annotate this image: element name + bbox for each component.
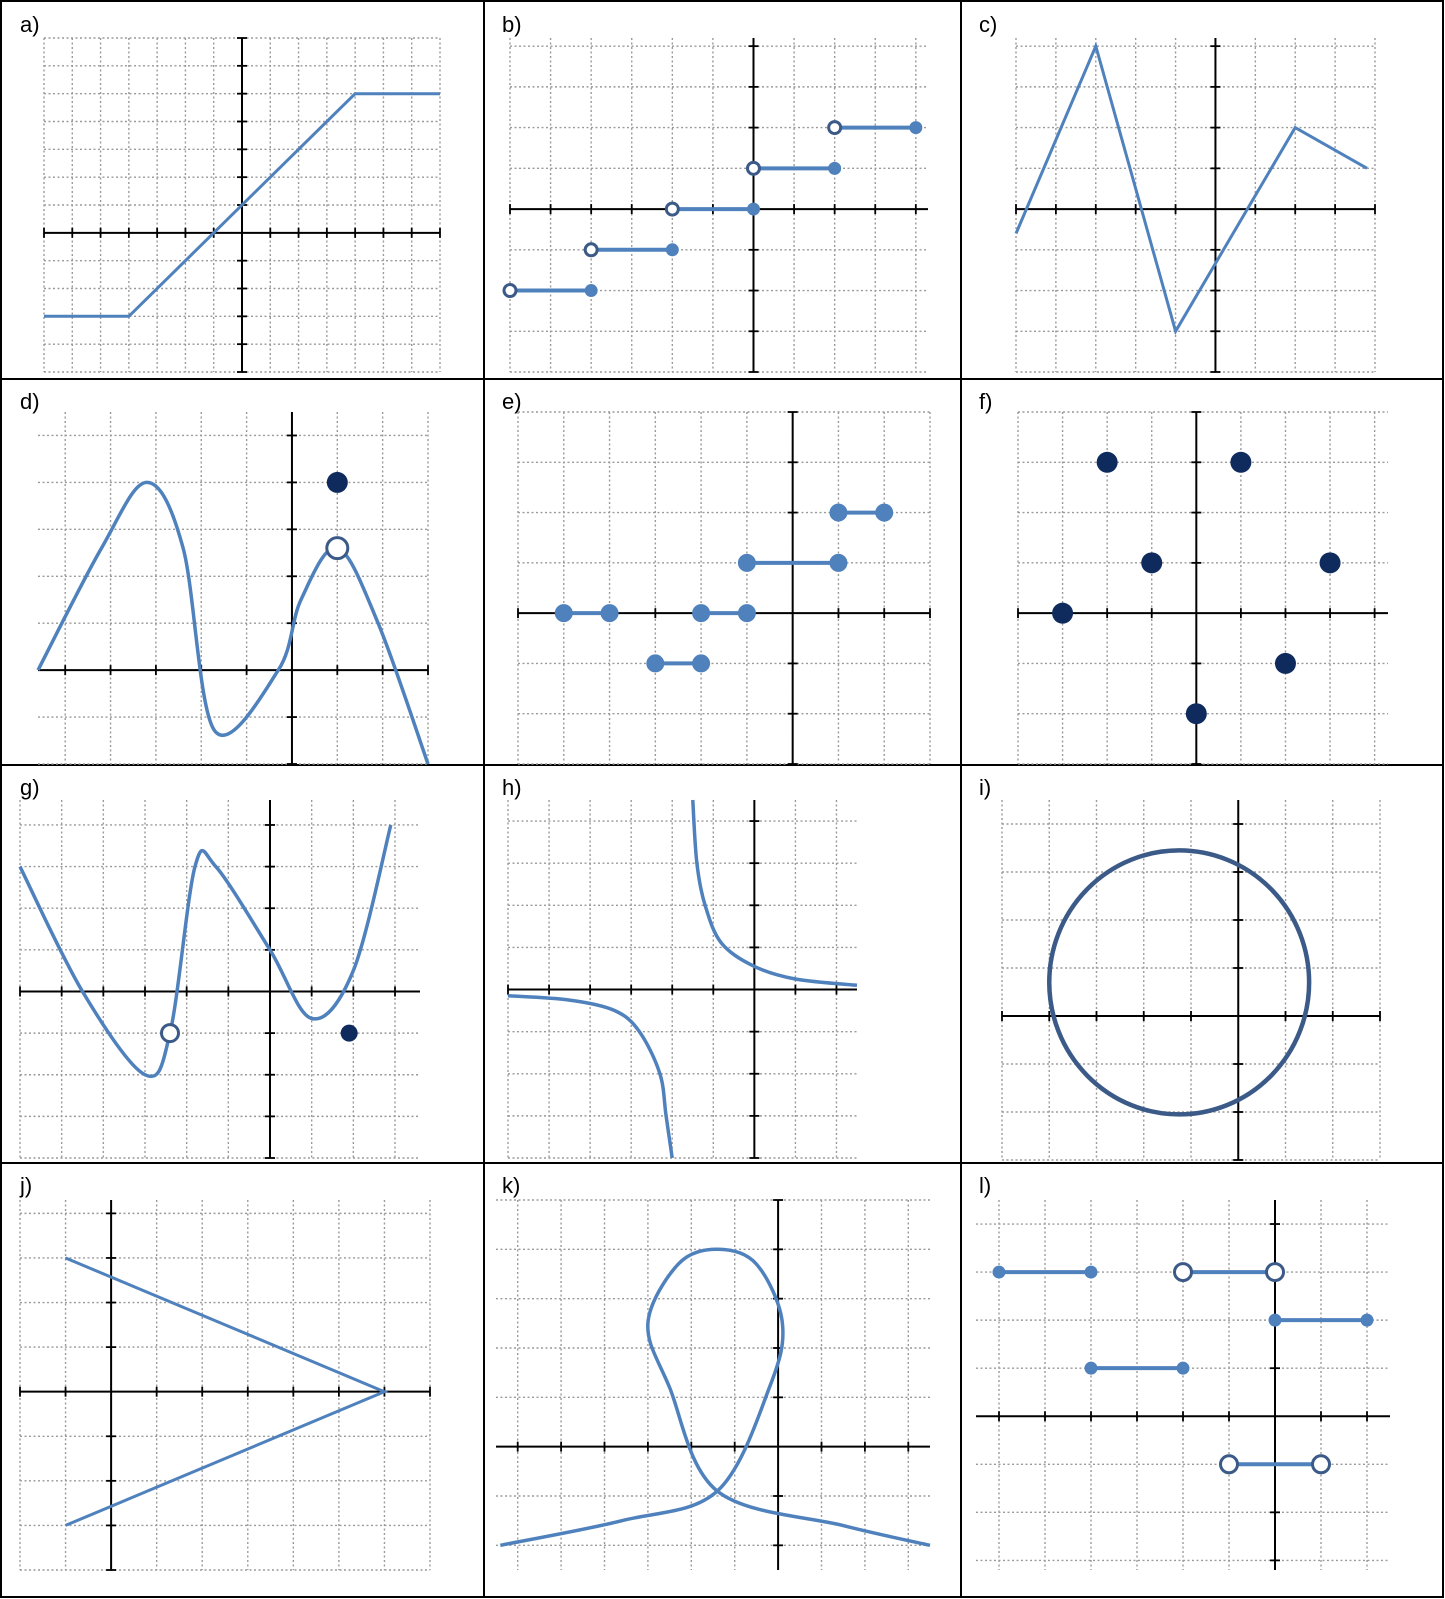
filled-point — [1185, 703, 1207, 725]
open-endpoint — [1173, 1262, 1193, 1283]
closed-endpoint — [909, 121, 923, 135]
closed-endpoint — [584, 284, 598, 298]
graph-panel: d) — [20, 389, 430, 765]
graph-curve — [691, 799, 858, 988]
grid — [19, 800, 420, 1159]
graph-panel: f) — [979, 389, 1388, 765]
graph-panel: g) — [18, 775, 420, 1159]
axes — [19, 1200, 431, 1571]
closed-endpoint — [746, 202, 760, 216]
graph-circle — [1047, 848, 1312, 1117]
graph-panel: j) — [19, 1173, 431, 1571]
graph-curve — [36, 480, 430, 765]
closed-endpoint — [1360, 1313, 1374, 1327]
panel-label: k) — [502, 1173, 520, 1198]
graph-panel: c) — [979, 12, 1376, 373]
filled-point — [1096, 451, 1118, 473]
filled-point — [1230, 451, 1252, 473]
closed-endpoint — [665, 243, 679, 257]
graph-curve — [18, 824, 393, 1079]
graph-line — [65, 1256, 389, 1527]
filled-point — [1141, 552, 1163, 574]
graph-panel: h) — [502, 775, 858, 1159]
filled-point — [326, 471, 348, 493]
open-endpoint — [583, 242, 599, 258]
axes — [1015, 38, 1376, 373]
panel-label: i) — [979, 775, 991, 800]
closed-endpoint — [1084, 1265, 1098, 1279]
closed-endpoint — [1268, 1313, 1282, 1327]
closed-endpoint — [600, 604, 619, 623]
panel-label: l) — [979, 1173, 991, 1198]
axes — [517, 411, 931, 765]
panel-label: g) — [20, 775, 40, 800]
grid — [976, 1200, 1390, 1570]
axes — [509, 38, 928, 373]
closed-endpoint — [828, 161, 842, 175]
graph-panel: b) — [502, 12, 928, 373]
panel-label: d) — [20, 389, 40, 414]
grid — [19, 1200, 431, 1571]
graph-curve — [499, 1247, 931, 1548]
filled-point — [1274, 652, 1296, 674]
grid — [1001, 800, 1381, 1161]
graph-panel: i) — [979, 775, 1381, 1161]
graph-panel: a) — [20, 12, 441, 373]
panel-label: a) — [20, 12, 40, 37]
closed-endpoint — [737, 604, 756, 623]
closed-endpoint — [829, 553, 848, 572]
grid — [509, 38, 928, 373]
closed-endpoint — [829, 503, 848, 522]
open-endpoint — [1311, 1454, 1331, 1475]
open-endpoint — [1265, 1262, 1285, 1283]
graph-line — [1014, 41, 1368, 336]
grid — [38, 412, 429, 765]
panel-label: h) — [502, 775, 522, 800]
panel-label: b) — [502, 12, 522, 37]
closed-endpoint — [692, 604, 711, 623]
filled-point — [340, 1024, 358, 1042]
axes — [38, 412, 429, 765]
closed-endpoint — [646, 654, 665, 673]
closed-endpoint — [992, 1265, 1006, 1279]
open-endpoint — [664, 201, 680, 217]
graph-line — [44, 92, 440, 318]
closed-endpoint — [737, 553, 756, 572]
closed-endpoint — [1176, 1361, 1190, 1375]
filled-point — [1052, 602, 1074, 624]
axes — [507, 800, 857, 1159]
panel-label: e) — [502, 389, 522, 414]
closed-endpoint — [554, 604, 573, 623]
panel-label: j) — [19, 1173, 32, 1198]
grid — [517, 411, 931, 765]
axes — [19, 800, 420, 1159]
open-endpoint — [1219, 1454, 1239, 1475]
grid — [496, 1199, 930, 1570]
closed-endpoint — [875, 503, 894, 522]
graph-panel: l) — [976, 1173, 1390, 1570]
open-point — [325, 536, 350, 561]
graph-curve — [507, 994, 674, 1159]
filled-point — [1319, 552, 1341, 574]
open-endpoint — [745, 160, 761, 176]
grid — [1015, 38, 1376, 373]
open-point — [160, 1023, 180, 1044]
graph-panel: k) — [496, 1173, 931, 1570]
graph-panel: e) — [502, 389, 931, 765]
open-endpoint — [827, 120, 843, 136]
panel-label: f) — [979, 389, 992, 414]
open-endpoint — [502, 283, 518, 299]
closed-endpoint — [692, 654, 711, 673]
closed-endpoint — [1084, 1361, 1098, 1375]
panel-label: c) — [979, 12, 997, 37]
